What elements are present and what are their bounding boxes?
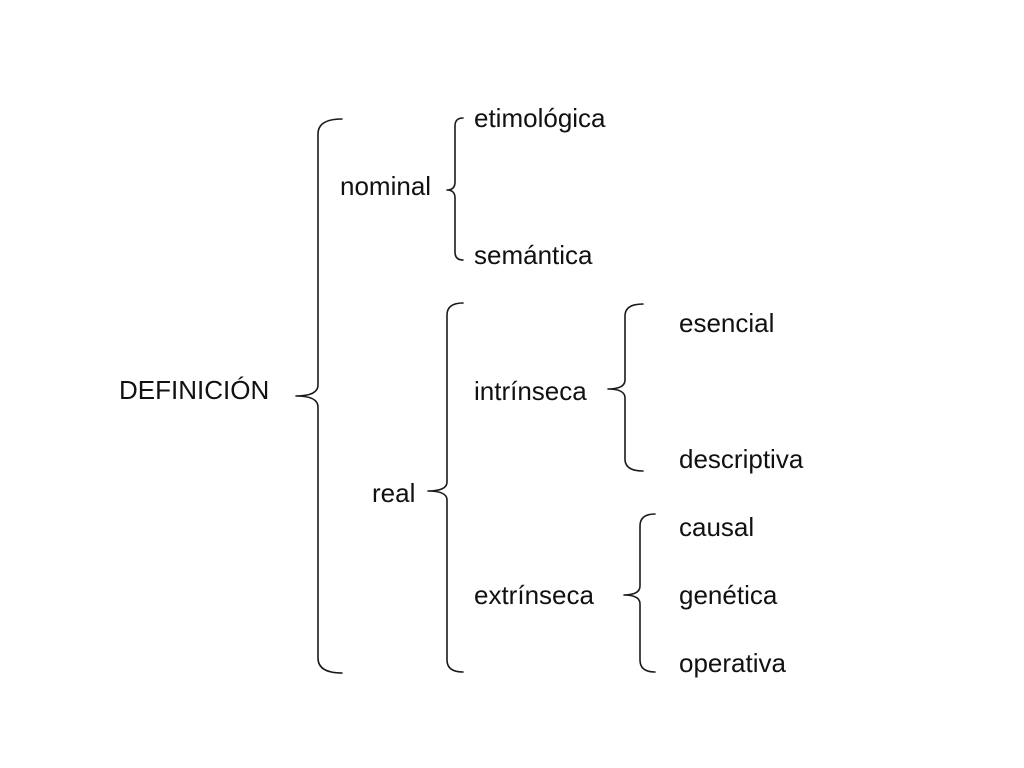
- real-label: real: [372, 478, 415, 508]
- extrinseca-brace: [623, 513, 656, 673]
- real-brace: [427, 302, 464, 673]
- nominal-brace: [446, 117, 464, 261]
- root-label: DEFINICIÓN: [119, 375, 269, 405]
- extrinseca-child-operativa: operativa: [679, 648, 786, 678]
- nominal-child-semantica: semántica: [474, 240, 593, 270]
- extrinseca-child-genetica: genética: [679, 580, 778, 610]
- intrinseca-child-descriptiva: descriptiva: [679, 444, 804, 474]
- extrinseca-child-causal: causal: [679, 512, 754, 542]
- nominal-child-etimologica: etimológica: [474, 103, 606, 133]
- intrinseca-child-esencial: esencial: [679, 308, 774, 338]
- nominal-label: nominal: [340, 171, 431, 201]
- intrinseca-brace: [607, 303, 644, 472]
- root-brace: [295, 118, 343, 674]
- extrinseca-label: extrínseca: [474, 580, 594, 610]
- intrinseca-label: intrínseca: [474, 376, 587, 406]
